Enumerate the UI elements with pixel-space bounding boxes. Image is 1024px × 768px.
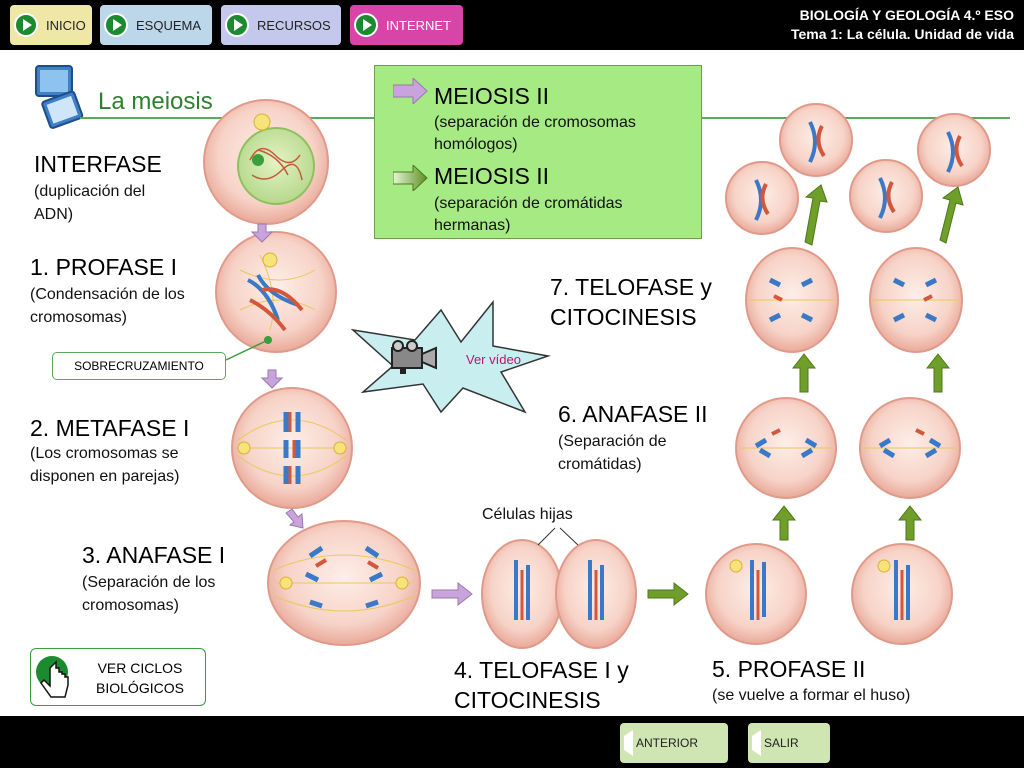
anafase1-cell (267, 520, 421, 646)
internet-button[interactable]: INTERNET (350, 5, 463, 45)
profase2-cells (705, 543, 953, 645)
play-icon (354, 13, 378, 37)
legend-item2-title: MEIOSIS II (434, 163, 550, 189)
profase1-title: 1. PROFASE I (30, 254, 177, 280)
metafase1-title: 2. METAFASE I (30, 415, 190, 441)
metafase1-cell (231, 387, 353, 509)
green-arrows (647, 184, 964, 607)
anafase1-title: 3. ANAFASE I (82, 542, 226, 568)
interfase-title: INTERFASE (34, 151, 162, 177)
anafase2-desc: (Separación de cromátidas) (558, 433, 667, 473)
salir-button[interactable]: SALIR (748, 723, 830, 763)
inicio-button[interactable]: INICIO (10, 5, 92, 45)
anafase2-title: 6. ANAFASE II (558, 401, 708, 427)
telofase2-title: 7. TELOFASE y CITOCINESIS (550, 274, 712, 330)
unit-title: Tema 1: La célula. Unidad de vida (790, 26, 1014, 42)
inicio-label: INICIO (46, 17, 86, 33)
celulas-hijas-label: Células hijas (482, 506, 573, 523)
monitor-icon (34, 64, 84, 132)
telofase2-cells (745, 247, 963, 353)
video-button[interactable] (343, 299, 553, 415)
bottom-bar (0, 716, 1024, 768)
profase2-title: 5. PROFASE II (712, 656, 866, 682)
legend-item1-title: MEIOSIS II (434, 83, 550, 109)
interfase-cell (203, 99, 329, 225)
page-title: La meiosis (98, 88, 213, 115)
course-title: BIOLOGÍA Y GEOLOGÍA 4.º ESO (799, 7, 1014, 23)
legend-box (374, 65, 702, 239)
metafase1-desc: (Los cromosomas se disponen en parejas) (30, 445, 180, 485)
profase1-cell (215, 231, 337, 353)
video-camera-icon (386, 340, 442, 376)
play-icon (104, 13, 128, 37)
telofase1-title: 4. TELOFASE I y CITOCINESIS (454, 657, 629, 713)
internet-label: INTERNET (386, 17, 451, 33)
recursos-button[interactable]: RECURSOS (221, 5, 341, 45)
esquema-label: ESQUEMA (136, 17, 202, 33)
anterior-button[interactable]: ANTERIOR (620, 723, 728, 763)
course-header: BIOLOGÍA Y GEOLOGÍA 4.º ESO Tema 1: La c… (791, 6, 1014, 44)
daughter-cells (725, 103, 991, 235)
anterior-label: ANTERIOR (636, 736, 699, 750)
ciclos-label: VER CICLOS BIOLÓGICOS (96, 660, 184, 696)
back-arrow-icon (752, 730, 764, 756)
sobrecruzamiento-label: SOBRECRUZAMIENTO (52, 352, 226, 380)
legend-item2-desc: (separación de cromátidas hermanas) (434, 195, 623, 234)
recursos-label: RECURSOS (257, 17, 331, 33)
play-icon (14, 13, 38, 37)
profase2-desc: (se vuelve a formar el huso) (712, 687, 911, 704)
hand-pointer-icon (34, 654, 74, 702)
salir-label: SALIR (764, 736, 799, 750)
green-arrow-icon (392, 163, 429, 196)
purple-arrows (250, 223, 473, 607)
video-link[interactable]: Ver vídeo (466, 352, 521, 367)
esquema-button[interactable]: ESQUEMA (100, 5, 212, 45)
back-arrow-icon (624, 730, 636, 756)
profase1-desc: (Condensación de los cromosomas) (30, 286, 185, 326)
anafase2-cells (735, 397, 961, 499)
purple-arrow-icon (392, 76, 429, 109)
legend-item1-desc: (separación de cromosomas homólogos) (434, 114, 636, 153)
telofase1-cells (481, 539, 637, 649)
anafase1-desc: (Separación de los cromosomas) (82, 574, 216, 614)
play-icon (225, 13, 249, 37)
interfase-desc: (duplicación del ADN) (34, 183, 146, 223)
